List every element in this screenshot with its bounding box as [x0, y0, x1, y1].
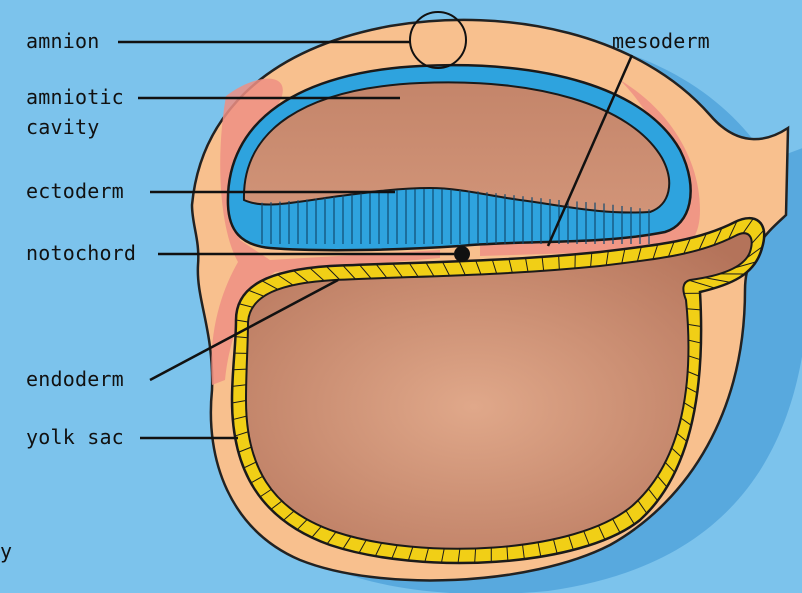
- notochord-dot: [454, 246, 470, 262]
- amnion-label: amnion: [26, 30, 99, 52]
- notochord-label: notochord: [26, 242, 136, 264]
- amniotic-cavity-label-line1: amniotic: [26, 86, 124, 108]
- endoderm-label: endoderm: [26, 368, 124, 390]
- yolk-sac-label: yolk sac: [26, 426, 124, 448]
- ectoderm-label: ectoderm: [26, 180, 124, 202]
- mesoderm-label: mesoderm: [612, 30, 710, 52]
- corner-text-fragment: y: [0, 540, 12, 562]
- endoderm-cell-wall: [559, 256, 560, 270]
- amniotic-cavity-label-line2: cavity: [26, 116, 99, 138]
- endoderm-cell-wall: [233, 369, 246, 370]
